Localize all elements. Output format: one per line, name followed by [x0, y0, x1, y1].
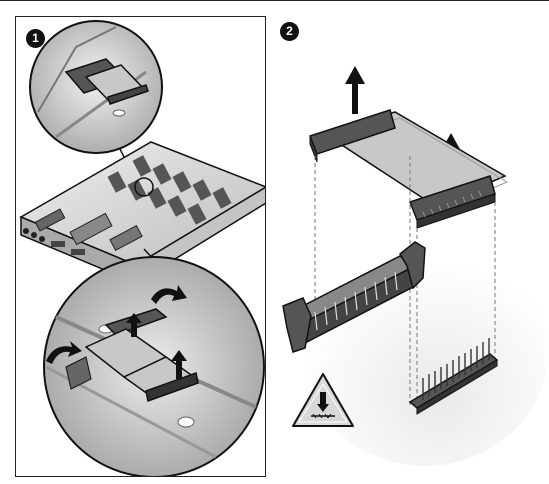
step-2-panel: 2	[275, 16, 545, 477]
header-connector	[408, 338, 499, 415]
rotate-arrow-icon	[46, 341, 82, 364]
top-rule	[0, 0, 549, 1]
step-badge-2: 2	[280, 22, 299, 41]
motherboard-connector	[282, 241, 426, 353]
step-1-panel: 1	[15, 16, 266, 477]
step-1-illustration	[19, 20, 265, 476]
step-2-illustration	[282, 66, 545, 466]
bottom-magnifier	[43, 256, 265, 476]
step-badge-1: 1	[26, 29, 45, 48]
lift-arrow-icon	[126, 313, 142, 337]
rotate-arrow-icon	[151, 285, 187, 304]
esd-warning-icon	[292, 373, 354, 427]
latch-left	[282, 297, 312, 353]
lift-arrow-icon	[345, 66, 365, 114]
lift-arrow-icon	[171, 350, 187, 379]
top-magnifier	[29, 20, 163, 154]
latch-right	[399, 241, 426, 290]
callout-target-ring	[134, 177, 154, 197]
